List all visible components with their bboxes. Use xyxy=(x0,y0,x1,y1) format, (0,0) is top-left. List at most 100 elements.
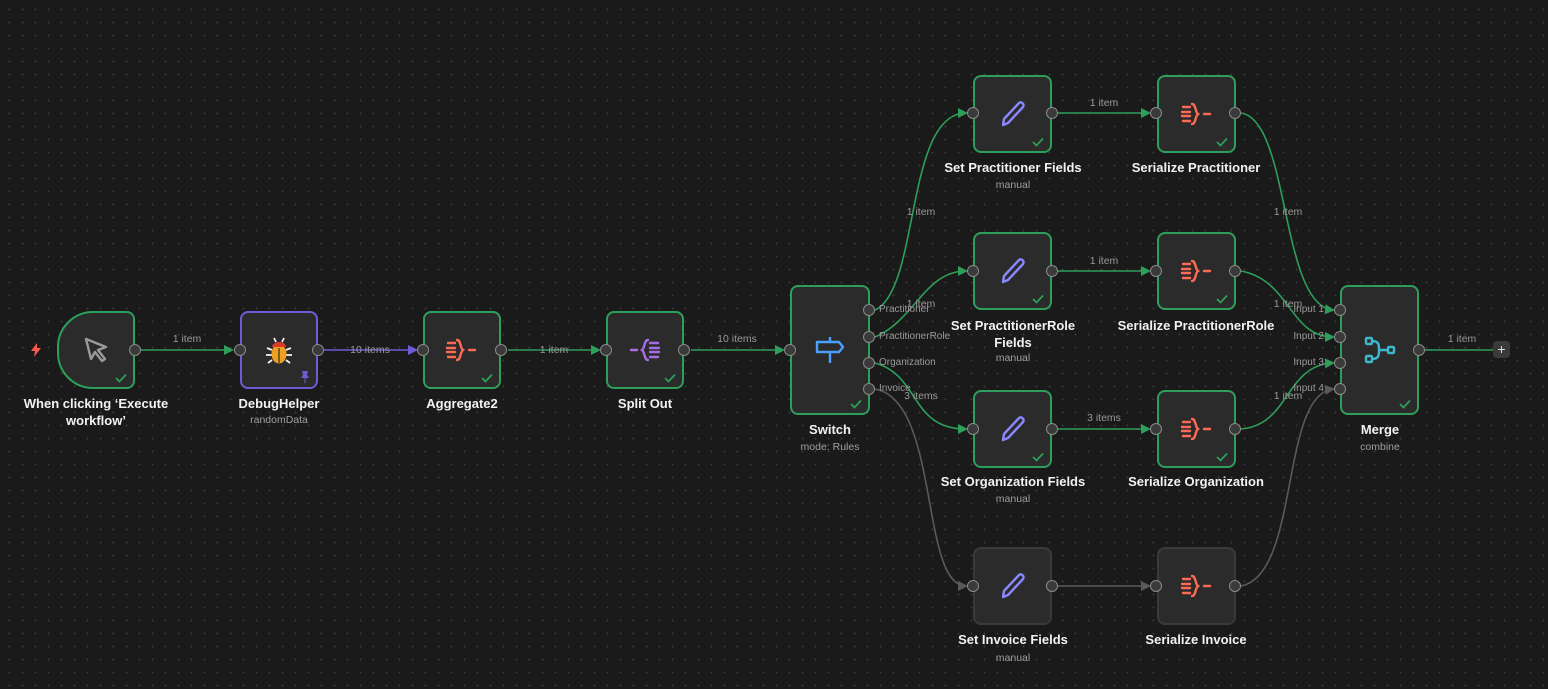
node-set-practitioner-role-fields[interactable] xyxy=(973,232,1052,310)
port-label-input-3: Input 3 xyxy=(1293,357,1324,368)
success-check-icon xyxy=(1216,137,1228,147)
output-handle[interactable] xyxy=(1046,265,1058,277)
input-handle[interactable] xyxy=(967,107,979,119)
node-debug-helper[interactable] xyxy=(240,311,318,389)
node-subtitle: randomData xyxy=(250,414,308,426)
edge-label: 1 item xyxy=(906,206,936,218)
aggregate-icon xyxy=(445,338,477,362)
node-serialize-practitioner-role[interactable] xyxy=(1157,232,1236,310)
edge-label: 1 item xyxy=(172,333,202,345)
node-title: Serialize Practitioner xyxy=(1131,160,1261,175)
aggregate-icon xyxy=(1180,574,1211,598)
node-title: Merge xyxy=(1360,422,1400,437)
edge-ser-practitioner-merge[interactable] xyxy=(1240,112,1335,315)
input-handle[interactable] xyxy=(600,344,612,356)
port-label-input-2: Input 2 xyxy=(1293,331,1324,342)
output-handle[interactable] xyxy=(1229,107,1241,119)
split-out-icon xyxy=(629,338,661,362)
node-subtitle: mode: Rules xyxy=(800,441,860,453)
node-title: Aggregate2 xyxy=(426,396,498,411)
node-title: Switch xyxy=(809,422,851,437)
output-handle[interactable] xyxy=(1046,107,1058,119)
output-handle[interactable] xyxy=(1046,580,1058,592)
input-handle[interactable] xyxy=(417,344,429,356)
node-set-invoice-fields[interactable] xyxy=(973,547,1052,625)
node-serialize-practitioner[interactable] xyxy=(1157,75,1236,153)
edge-label: 3 items xyxy=(1087,412,1121,424)
output-handle[interactable] xyxy=(1413,344,1425,356)
input-handle[interactable] xyxy=(1150,580,1162,592)
pencil-icon xyxy=(1001,573,1025,599)
node-subtitle: combine xyxy=(1360,441,1400,453)
output-handle[interactable] xyxy=(1229,265,1241,277)
input-handle-4[interactable] xyxy=(1334,383,1346,395)
edge-label: 1 item xyxy=(1273,298,1303,310)
input-handle[interactable] xyxy=(967,265,979,277)
success-check-icon xyxy=(115,373,127,383)
node-title-line1: When clicking ‘Execute xyxy=(23,396,169,411)
output-handle[interactable] xyxy=(1229,423,1241,435)
output-handle[interactable] xyxy=(1046,423,1058,435)
output-handle[interactable] xyxy=(312,344,324,356)
output-handle[interactable] xyxy=(1229,580,1241,592)
edge-label: 1 item xyxy=(1089,97,1119,109)
output-handle-invoice[interactable] xyxy=(863,383,875,395)
output-handle-practitioner-role[interactable] xyxy=(863,331,875,343)
merge-icon xyxy=(1364,336,1395,364)
edge-switch-set-organization[interactable] xyxy=(874,362,968,434)
input-handle[interactable] xyxy=(967,423,979,435)
output-handle-practitioner[interactable] xyxy=(863,304,875,316)
output-handle[interactable] xyxy=(129,344,141,356)
input-handle[interactable] xyxy=(1150,423,1162,435)
node-title: Set Practitioner Fields xyxy=(944,160,1082,175)
signpost-icon xyxy=(815,337,845,363)
node-merge[interactable] xyxy=(1340,285,1419,415)
success-check-icon xyxy=(1399,399,1411,409)
success-check-icon xyxy=(1216,452,1228,462)
node-set-organization-fields[interactable] xyxy=(973,390,1052,468)
success-check-icon xyxy=(481,373,493,383)
edge-label: 1 item xyxy=(906,298,936,310)
port-label-practitioner: Practitioner xyxy=(879,304,930,315)
success-check-icon xyxy=(850,399,862,409)
edge-ser-practitioner-role-merge[interactable] xyxy=(1240,270,1335,342)
aggregate-icon xyxy=(1180,259,1211,283)
edge-ser-invoice-merge[interactable] xyxy=(1240,384,1335,587)
pencil-icon xyxy=(1001,416,1025,442)
node-title-line2: workflow’ xyxy=(66,413,126,428)
node-title: Split Out xyxy=(617,396,673,411)
success-check-icon xyxy=(1216,294,1228,304)
output-handle-organization[interactable] xyxy=(863,357,875,369)
node-set-practitioner-fields[interactable] xyxy=(973,75,1052,153)
node-switch[interactable] xyxy=(790,285,870,415)
port-label-invoice: Invoice xyxy=(879,383,911,394)
input-handle-2[interactable] xyxy=(1334,331,1346,343)
node-title-line2: Fields xyxy=(994,335,1032,350)
node-title: Set Organization Fields xyxy=(940,474,1086,489)
add-node-button[interactable]: + xyxy=(1493,341,1510,358)
trigger-bolt-icon xyxy=(31,343,41,357)
edge-switch-set-invoice[interactable] xyxy=(874,388,968,591)
node-serialize-organization[interactable] xyxy=(1157,390,1236,468)
input-handle-3[interactable] xyxy=(1334,357,1346,369)
input-handle[interactable] xyxy=(967,580,979,592)
edge-label: 10 items xyxy=(717,333,757,345)
input-handle[interactable] xyxy=(1150,107,1162,119)
output-handle[interactable] xyxy=(495,344,507,356)
edge-switch-set-practitioner[interactable] xyxy=(874,108,968,311)
node-manual-trigger[interactable] xyxy=(57,311,135,389)
edge-switch-set-practitioner-role[interactable] xyxy=(874,266,968,338)
input-handle[interactable] xyxy=(1150,265,1162,277)
edge-label: 10 items xyxy=(350,344,390,356)
output-handle[interactable] xyxy=(678,344,690,356)
node-split-out[interactable] xyxy=(606,311,684,389)
edge-ser-organization-merge[interactable] xyxy=(1240,358,1335,430)
input-handle[interactable] xyxy=(784,344,796,356)
input-handle[interactable] xyxy=(234,344,246,356)
aggregate-icon xyxy=(1180,102,1211,126)
input-handle-1[interactable] xyxy=(1334,304,1346,316)
node-serialize-invoice[interactable] xyxy=(1157,547,1236,625)
port-label-organization: Organization xyxy=(879,357,936,368)
node-aggregate2[interactable] xyxy=(423,311,501,389)
success-check-icon xyxy=(1032,294,1044,304)
